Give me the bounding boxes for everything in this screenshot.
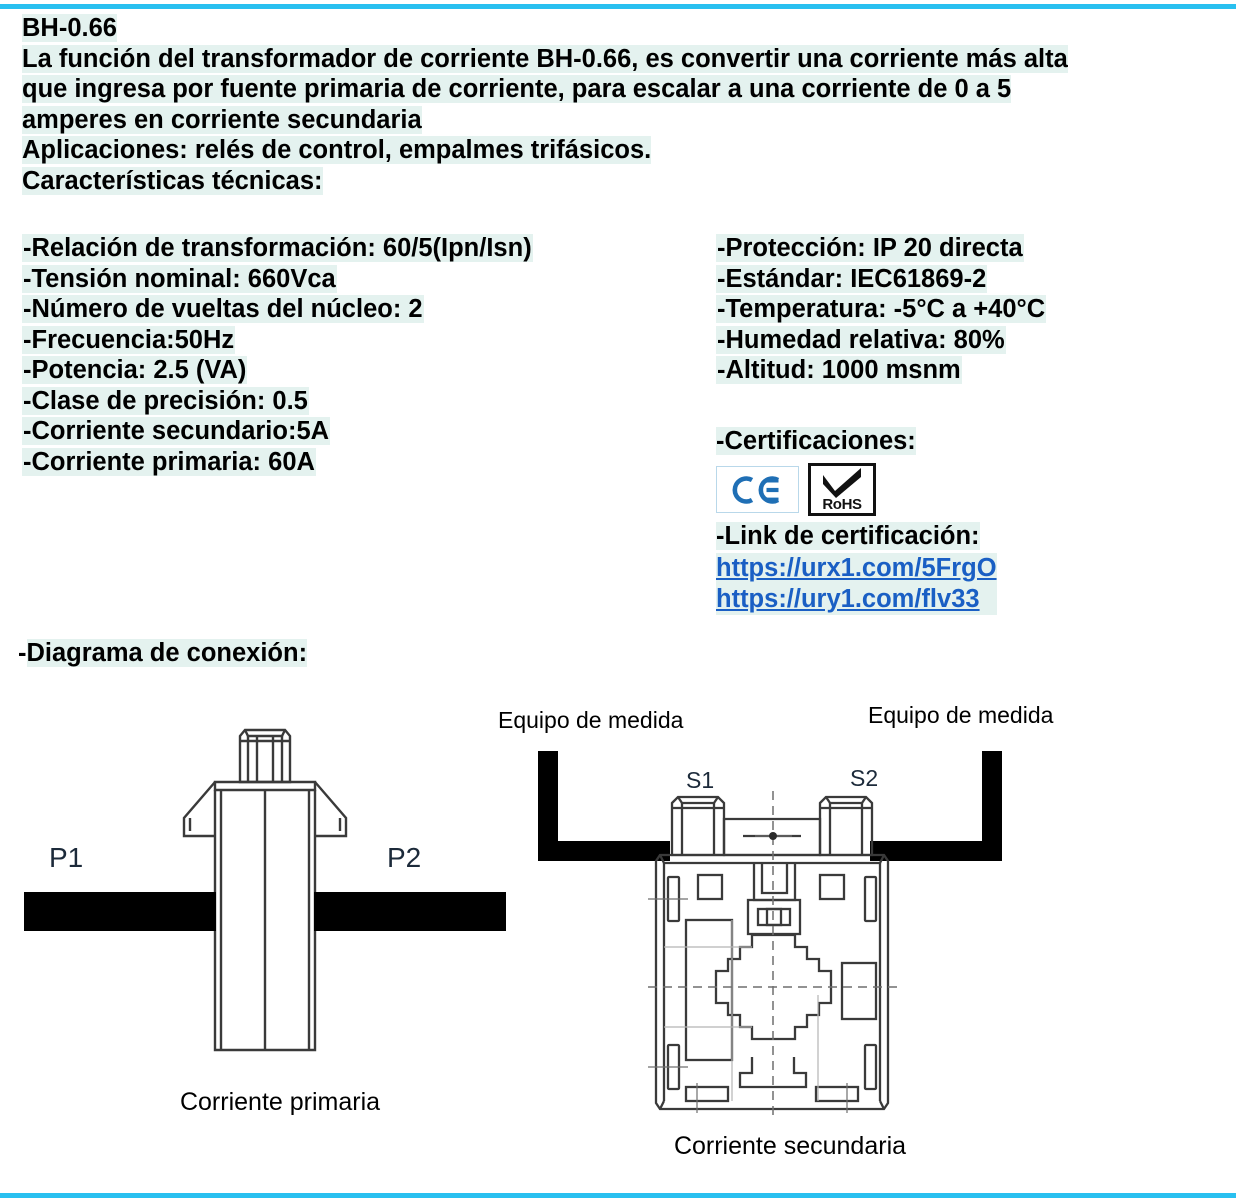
spec-text: -Clase de precisión: 0.5: [22, 386, 309, 415]
spec-text: -Número de vueltas del núcleo: 2: [22, 295, 424, 323]
spec-text: -Potencia: 2.5 (VA): [22, 356, 248, 384]
busbar-right: [314, 892, 506, 931]
specs-title-text: Características técnicas:: [22, 166, 323, 195]
measuring-equipment-brackets: [538, 751, 1002, 861]
secondary-current-diagram: Equipo de medida Equipo de medida S1 S2: [490, 695, 1090, 1165]
certification-link-label-text: -Link de certificación:: [716, 522, 980, 550]
spec-item: -Humedad relativa: 80%: [716, 325, 1216, 356]
certification-link[interactable]: https://ury1.com/flv33: [716, 584, 997, 615]
rohs-check-glyph: [823, 468, 861, 498]
top-rule: [0, 4, 1236, 9]
spec-text: -Humedad relativa: 80%: [716, 325, 1006, 354]
label-p1: P1: [49, 842, 84, 873]
spec-text: -Tensión nominal: 660Vca: [22, 264, 337, 293]
spec-item: -Potencia: 2.5 (VA): [22, 355, 702, 386]
secondary-current-drawing: [538, 751, 1002, 1115]
busbar-left: [24, 892, 216, 931]
spec-text: -Relación de transformación: 60/5(Ipn/Is…: [22, 234, 533, 262]
primary-current-diagram: P1 P2: [0, 700, 520, 1140]
ce-icon: [716, 466, 799, 513]
spec-item: -Corriente secundario:5A: [22, 416, 702, 447]
label-s1: S1: [686, 767, 715, 793]
certifications-label-text: -Certificaciones:: [716, 427, 916, 455]
rohs-label: RoHS: [822, 496, 862, 513]
description-line-2-text: que ingresa por fuente primaria de corri…: [22, 75, 1012, 103]
model-title: BH-0.66: [22, 13, 1222, 44]
spec-text: -Estándar: IEC61869-2: [716, 264, 988, 293]
spec-item: -Protección: IP 20 directa: [716, 233, 1216, 264]
secondary-current-caption: Corriente secundaria: [673, 1132, 907, 1160]
spec-text: -Temperatura: -5°C a +40°C: [716, 295, 1047, 323]
description-line-3: amperes en corriente secundaria: [22, 105, 1222, 136]
diagram-title-text: Diagrama de conexión:: [26, 639, 308, 667]
spec-text: -Corriente primaria: 60A: [22, 447, 316, 476]
certification-logos: RoHS: [716, 463, 876, 516]
certification-links: https://urx1.com/5FrgO https://ury1.com/…: [716, 553, 997, 615]
specs-title: Características técnicas:: [22, 166, 1222, 197]
spec-item: -Estándar: IEC61869-2: [716, 264, 1216, 295]
model-title-text: BH-0.66: [22, 14, 117, 42]
spec-item: -Frecuencia:50Hz: [22, 325, 702, 356]
construction-lines: [664, 920, 819, 1101]
description-line-2: que ingresa por fuente primaria de corri…: [22, 74, 1222, 105]
description-line-1: La función del transformador de corrient…: [22, 44, 1222, 75]
certification-link-label: -Link de certificación:: [716, 521, 980, 552]
label-s2: S2: [850, 765, 879, 791]
spec-text: -Frecuencia:50Hz: [22, 325, 236, 354]
spec-item: -Clase de precisión: 0.5: [22, 386, 702, 417]
label-equipo-de-medida-left: Equipo de medida: [498, 707, 684, 733]
specs-left-column: -Relación de transformación: 60/5(Ipn/Is…: [22, 233, 702, 477]
bottom-rule: [0, 1193, 1236, 1198]
label-equipo-de-medida-right: Equipo de medida: [868, 702, 1054, 728]
primary-current-caption: Corriente primaria: [179, 1088, 381, 1116]
spec-item: -Corriente primaria: 60A: [22, 447, 702, 478]
centerlines: [648, 791, 898, 1115]
spec-text: -Protección: IP 20 directa: [716, 234, 1024, 262]
spec-item: -Tensión nominal: 660Vca: [22, 264, 702, 295]
label-p2: P2: [387, 842, 422, 873]
spec-item: -Temperatura: -5°C a +40°C: [716, 294, 1216, 325]
spec-text: -Altitud: 1000 msnm: [716, 356, 962, 384]
specs-right-column: -Protección: IP 20 directa -Estándar: IE…: [716, 233, 1216, 386]
spec-item: -Número de vueltas del núcleo: 2: [22, 294, 702, 325]
rohs-icon: RoHS: [808, 463, 876, 516]
diagram-title: -Diagrama de conexión:: [18, 639, 308, 667]
center-pivot-dot: [769, 832, 777, 840]
certification-link[interactable]: https://urx1.com/5FrgO: [716, 553, 997, 584]
description-line-3-text: amperes en corriente secundaria: [22, 105, 422, 134]
spec-text: -Corriente secundario:5A: [22, 417, 331, 445]
header-text-block: BH-0.66 La función del transformador de …: [22, 13, 1222, 196]
spec-item: -Relación de transformación: 60/5(Ipn/Is…: [22, 233, 702, 264]
ce-mark-glyph: [732, 475, 779, 504]
applications-line: Aplicaciones: relés de control, empalmes…: [22, 135, 1222, 166]
applications-text: Aplicaciones: relés de control, empalmes…: [22, 136, 652, 164]
description-line-1-text: La función del transformador de corrient…: [22, 44, 1068, 73]
spec-item: -Altitud: 1000 msnm: [716, 355, 1216, 386]
primary-current-drawing: [24, 728, 506, 1052]
certifications-label: -Certificaciones:: [716, 426, 916, 457]
